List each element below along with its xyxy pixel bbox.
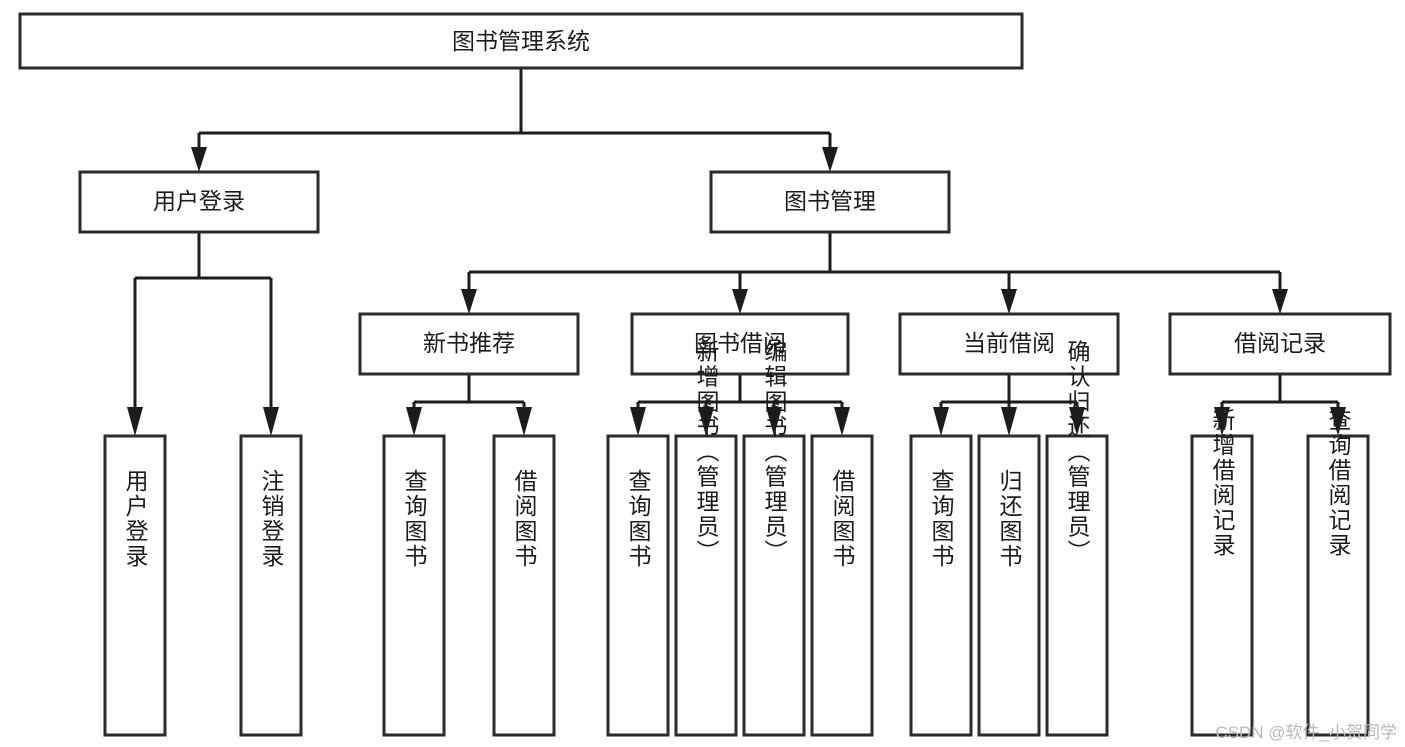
csdn-watermark: CSDN @软件_小贺同学 [1215,723,1397,742]
arrow-head-leaf-add-book [698,407,714,436]
node-leaf-edit-book-label: 编辑图书（管理员） [761,340,788,565]
node-leaf-add-record[interactable]: 新增借阅记录 [1190,408,1254,737]
node-leaf-user-logout-box[interactable] [239,434,303,737]
node-leaf-borrow-book-2-box[interactable] [810,434,874,737]
node-leaf-query-book-3-box[interactable] [909,434,973,737]
node-leaf-edit-book-box[interactable] [742,434,806,737]
arrow-head-leaf-query-record [1330,407,1346,436]
arrow-head-leaf-query-book-2 [630,407,646,436]
node-leaf-borrow-book-1[interactable]: 借阅图书 [492,434,556,737]
node-current-borrow-label: 当前借阅 [963,330,1055,356]
node-leaf-add-book-box[interactable] [674,434,738,737]
node-leaf-add-book[interactable]: 新增图书（管理员） [674,340,738,737]
node-book-borrow-box[interactable] [630,312,850,376]
node-book-management[interactable]: 图书管理 [709,170,951,234]
node-leaf-borrow-book-1-label: 借阅图书 [511,469,538,569]
node-leaf-return-book-box[interactable] [977,434,1041,737]
node-new-book-recommend[interactable]: 新书推荐 [358,312,580,376]
node-current-borrow[interactable]: 当前借阅 [898,312,1120,376]
node-leaf-user-logout[interactable]: 注销登录 [239,434,303,737]
node-user-login-box[interactable] [78,170,320,234]
node-root[interactable]: 图书管理系统 [18,12,1024,70]
node-leaf-borrow-book-2[interactable]: 借阅图书 [810,434,874,737]
node-book-borrow-label: 图书借阅 [694,330,786,356]
node-leaf-confirm-return-box[interactable] [1045,434,1109,737]
node-root-box[interactable] [18,12,1024,70]
node-current-borrow-box[interactable] [898,312,1120,376]
arrow-head-leaf-user-logout [263,407,279,436]
arrow-head-leaf-return-book [1001,407,1017,436]
node-leaf-edit-book[interactable]: 编辑图书（管理员） [742,340,806,737]
node-leaf-query-book-1-box[interactable] [382,434,446,737]
arrow-head-leaf-edit-book [766,407,782,436]
node-leaf-query-record-label: 查询借阅记录 [1325,408,1352,558]
node-leaf-borrow-book-1-box[interactable] [492,434,556,737]
node-new-book-recommend-box[interactable] [358,312,580,376]
node-leaf-return-book[interactable]: 归还图书 [977,434,1041,737]
arrow-head-book-management [822,147,838,172]
node-leaf-add-record-box[interactable] [1190,434,1254,737]
node-leaf-query-book-2[interactable]: 查询图书 [606,434,670,737]
node-book-borrow[interactable]: 图书借阅 [630,312,850,376]
arrow-head-book-borrow [732,289,748,314]
node-leaf-user-login-label: 用户登录 [122,469,149,569]
node-leaf-confirm-return-label: 确认归还（管理员） [1064,340,1091,565]
node-leaf-query-book-3-label: 查询图书 [928,469,955,569]
node-borrow-record-box[interactable] [1168,312,1392,376]
node-book-management-label: 图书管理 [784,188,876,214]
node-new-book-recommend-label: 新书推荐 [423,330,515,356]
arrow-head-leaf-borrow-book-1 [516,407,532,436]
node-leaf-query-book-1-label: 查询图书 [401,469,428,569]
arrow-head-current-borrow [1001,289,1017,314]
arrow-head-leaf-query-book-1 [406,407,422,436]
node-leaf-query-book-3[interactable]: 查询图书 [909,434,973,737]
arrow-head-leaf-borrow-book-2 [834,407,850,436]
node-borrow-record[interactable]: 借阅记录 [1168,312,1392,376]
node-leaf-query-book-1[interactable]: 查询图书 [382,434,446,737]
arrow-head-leaf-add-record [1214,407,1230,436]
arrow-head-borrow-record [1272,289,1288,314]
node-leaf-add-book-label: 新增图书（管理员） [693,340,720,565]
node-leaf-confirm-return[interactable]: 确认归还（管理员） [1045,340,1109,737]
node-leaf-query-book-2-label: 查询图书 [625,469,652,569]
node-leaf-return-book-label: 归还图书 [996,469,1023,569]
connector-group [127,68,1346,436]
arrow-head-leaf-confirm-return [1069,407,1085,436]
arrow-head-new-book-recommend [461,289,477,314]
node-root-label: 图书管理系统 [452,28,590,54]
node-book-management-box[interactable] [709,170,951,234]
node-leaf-user-login-box[interactable] [103,434,167,737]
arrow-head-leaf-query-book-3 [933,407,949,436]
arrow-head-user-login [191,147,207,172]
node-leaf-query-book-2-box[interactable] [606,434,670,737]
node-user-login-label: 用户登录 [153,188,245,214]
node-borrow-record-label: 借阅记录 [1234,330,1326,356]
arrow-head-leaf-user-login [127,407,143,436]
node-leaf-borrow-book-2-label: 借阅图书 [829,469,856,569]
node-user-login[interactable]: 用户登录 [78,170,320,234]
node-leaf-user-logout-label: 注销登录 [258,469,285,569]
node-leaf-user-login[interactable]: 用户登录 [103,434,167,737]
node-leaf-query-record[interactable]: 查询借阅记录 [1306,408,1370,737]
node-leaf-add-record-label: 新增借阅记录 [1209,408,1236,558]
node-leaf-query-record-box[interactable] [1306,434,1370,737]
